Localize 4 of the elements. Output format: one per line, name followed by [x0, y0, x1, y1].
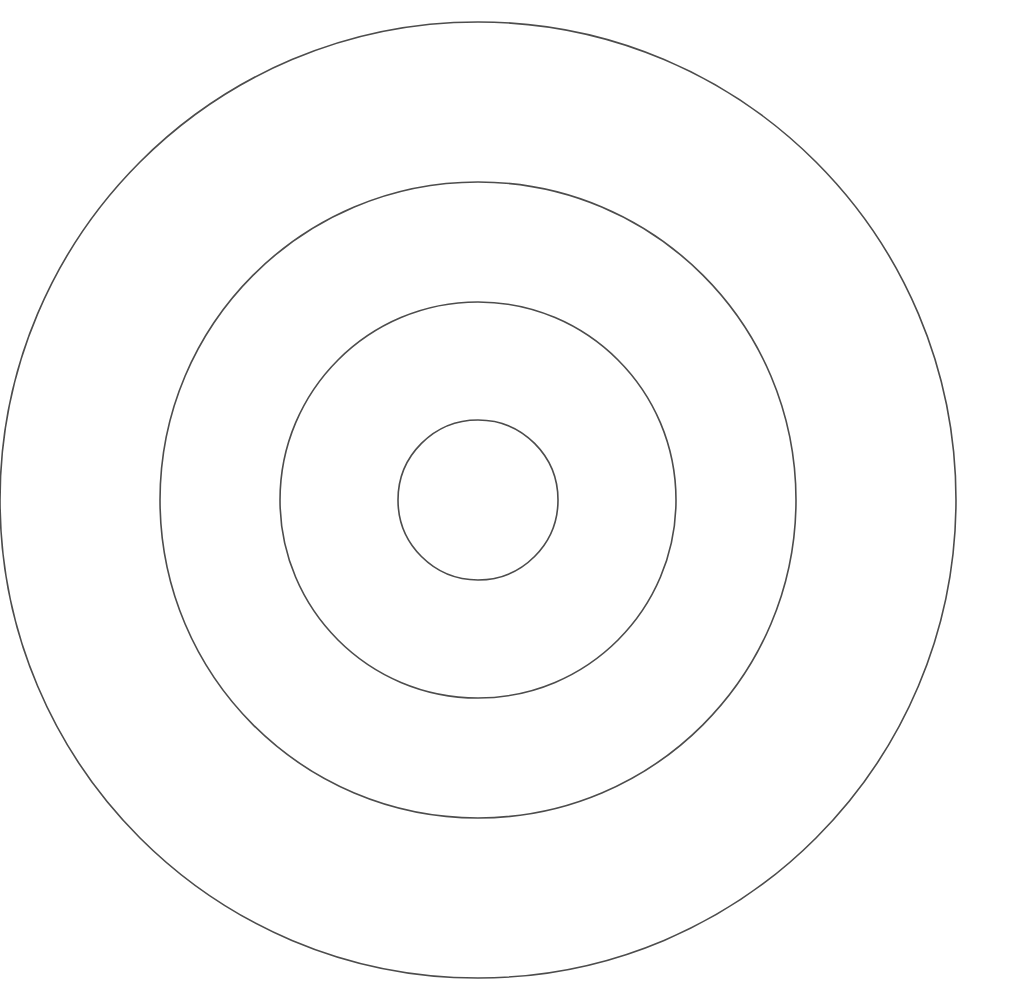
ring [159, 181, 797, 819]
ring [279, 301, 677, 699]
ring [0, 21, 957, 979]
ring [397, 419, 559, 581]
